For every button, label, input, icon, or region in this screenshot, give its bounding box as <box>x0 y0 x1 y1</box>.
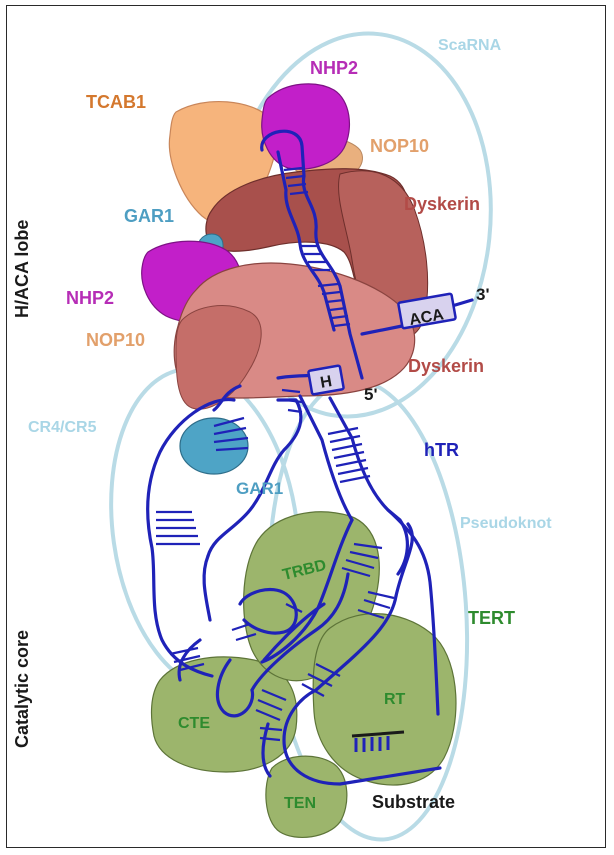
label-dyskerin-bottom: Dyskerin <box>408 356 484 376</box>
label-nhp2-top: NHP2 <box>310 58 358 78</box>
label-nop10-bottom: NOP10 <box>86 330 145 350</box>
label-gar1-bottom: GAR1 <box>236 479 283 498</box>
label-scarna: ScaRNA <box>438 37 502 54</box>
label-cr4cr5: CR4/CR5 <box>28 419 97 436</box>
label-gar1-top: GAR1 <box>124 206 174 226</box>
label-pseudoknot: Pseudoknot <box>460 515 552 532</box>
label-htr: hTR <box>424 440 459 460</box>
label-cte: CTE <box>178 715 210 732</box>
side-label-haca-lobe: H/ACA lobe <box>12 220 32 318</box>
side-label-catalytic-core: Catalytic core <box>12 630 32 748</box>
nhp2-top-shape <box>262 84 350 169</box>
label-five-prime: 5' <box>364 385 378 404</box>
label-rt: RT <box>384 691 406 708</box>
gar1-bottom-shape <box>180 418 248 474</box>
label-three-prime: 3' <box>476 285 490 304</box>
label-nop10-top: NOP10 <box>370 136 429 156</box>
label-tcab1: TCAB1 <box>86 92 146 112</box>
label-nhp2-bottom: NHP2 <box>66 288 114 308</box>
label-substrate: Substrate <box>372 792 455 812</box>
label-ten: TEN <box>284 795 316 812</box>
label-dyskerin-top: Dyskerin <box>404 194 480 214</box>
label-tert: TERT <box>468 608 515 628</box>
